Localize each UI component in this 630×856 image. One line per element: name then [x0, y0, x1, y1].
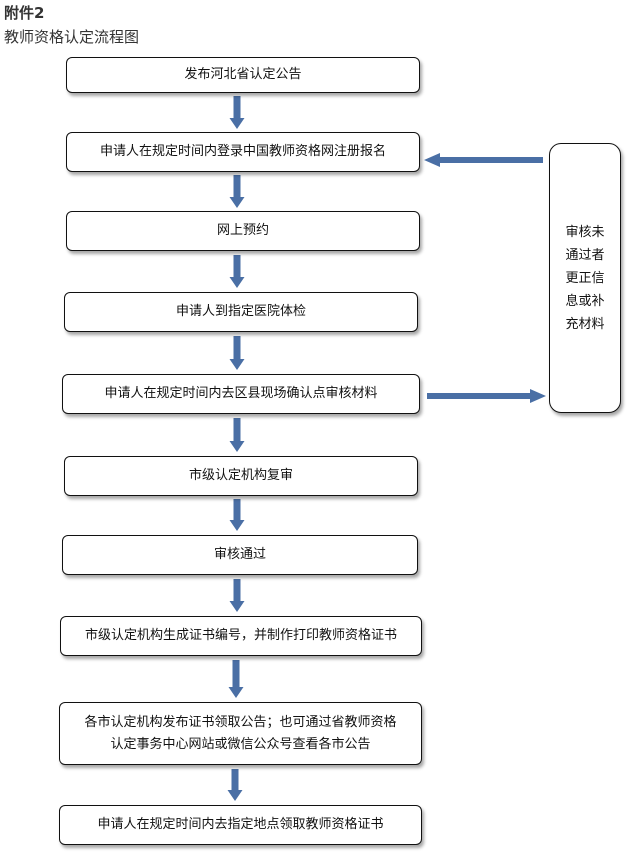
- step-4-box: 申请人到指定医院体检: [64, 292, 418, 332]
- step-8-label: 市级认定机构生成证书编号，并制作打印教师资格证书: [84, 628, 397, 643]
- step-3-box: 网上预约: [66, 211, 420, 251]
- step-9-box: 各市认定机构发布证书领取公告；也可通过省教师资格 认定事务中心网站或微信公众号查…: [59, 702, 422, 765]
- arrow-from-side-note: [424, 153, 543, 167]
- step-5-label: 申请人在规定时间内去区县现场确认点审核材料: [104, 386, 378, 401]
- step-6-label: 市级认定机构复审: [188, 468, 293, 483]
- down-arrow-4: [229, 336, 245, 370]
- page-title: 教师资格认定流程图: [4, 28, 140, 46]
- down-arrows: [227, 96, 245, 801]
- down-arrow-1: [229, 96, 245, 129]
- down-arrow-5: [229, 418, 245, 452]
- step-6-box: 市级认定机构复审: [64, 456, 418, 496]
- attachment-label: 附件2: [4, 4, 45, 22]
- down-arrow-3: [229, 255, 245, 288]
- step-10-box: 申请人在规定时间内去指定地点领取教师资格证书: [59, 805, 422, 845]
- step-4-label: 申请人到指定医院体检: [175, 304, 306, 319]
- step-1-box: 发布河北省认定公告: [66, 57, 420, 93]
- step-9-label: 各市认定机构发布证书领取公告；也可通过省教师资格 认定事务中心网站或微信公众号查…: [84, 714, 397, 752]
- step-1-label: 发布河北省认定公告: [184, 67, 302, 82]
- side-note-label: 审核未通过者更正信息或补充材料: [565, 224, 605, 332]
- down-arrow-6: [229, 499, 245, 531]
- step-2-label: 申请人在规定时间内登录中国教师资格网注册报名: [99, 144, 386, 159]
- step-5-box: 申请人在规定时间内去区县现场确认点审核材料: [62, 374, 420, 414]
- down-arrow-7: [229, 579, 245, 612]
- side-note-box: 审核未通过者更正信息或补充材料: [549, 143, 621, 413]
- step-10-label: 申请人在规定时间内去指定地点领取教师资格证书: [97, 817, 384, 832]
- down-arrow-8: [228, 660, 244, 698]
- down-arrow-9: [227, 769, 243, 801]
- step-7-label: 审核通过: [213, 547, 266, 562]
- step-7-box: 审核通过: [62, 535, 418, 575]
- step-3-label: 网上预约: [216, 223, 269, 238]
- arrow-to-side-note: [427, 389, 546, 403]
- down-arrow-2: [229, 175, 245, 208]
- step-8-box: 市级认定机构生成证书编号，并制作打印教师资格证书: [60, 616, 422, 656]
- step-2-box: 申请人在规定时间内登录中国教师资格网注册报名: [66, 132, 420, 172]
